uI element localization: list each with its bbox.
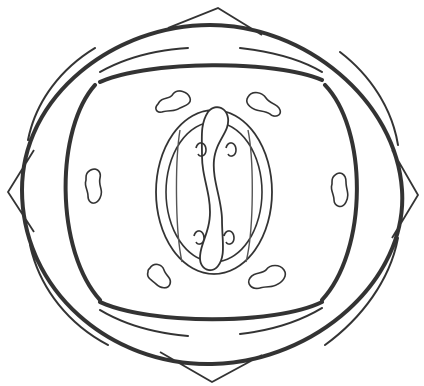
petal-ring-top xyxy=(100,65,322,82)
petal-ring-bottom xyxy=(100,302,322,319)
ovule-bottom-left xyxy=(194,231,204,244)
stamen-top-left xyxy=(156,91,190,112)
stamen-bottom-left xyxy=(148,264,171,287)
stamen-left xyxy=(85,169,101,203)
stamen-bottom-right xyxy=(249,266,286,289)
bract-tip-bottom xyxy=(160,352,262,382)
ovule-top-right xyxy=(226,143,236,156)
placenta-center xyxy=(200,107,228,270)
stamen-top-right xyxy=(247,93,281,117)
ovule-bottom-right xyxy=(224,231,234,244)
sepal-arc-right-lower xyxy=(325,238,398,345)
stamen-right xyxy=(331,173,347,206)
bract-tip-top xyxy=(168,8,262,35)
